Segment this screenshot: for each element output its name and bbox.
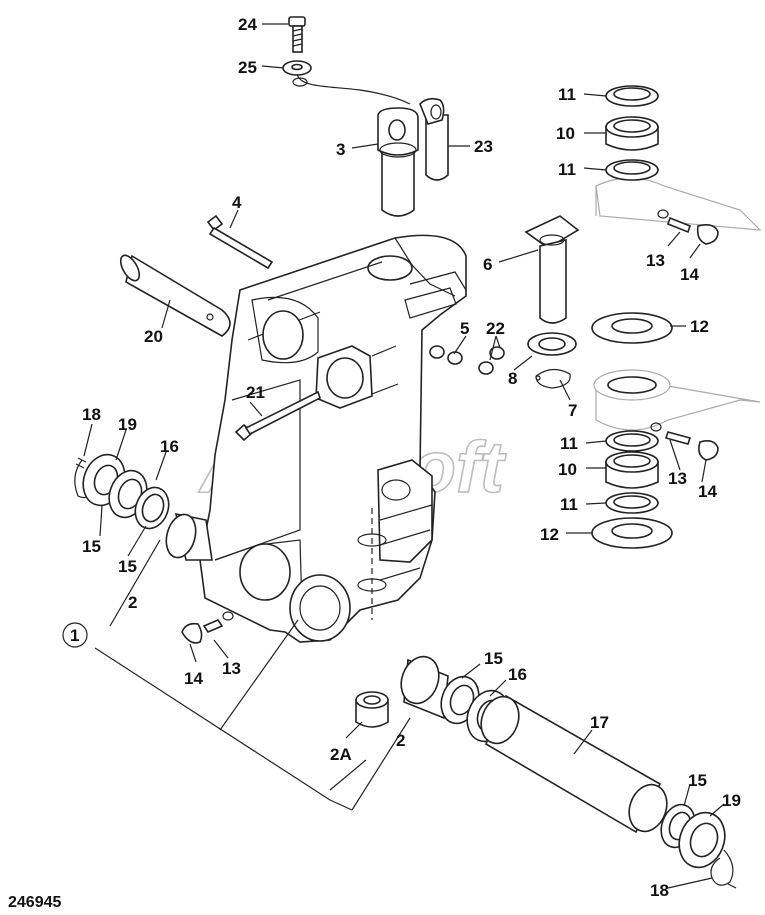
callout-15-c: 15: [484, 649, 503, 668]
callout-25: 25: [238, 58, 257, 77]
callout-15-a: 15: [82, 537, 101, 556]
grease-13-14-upper: [657, 209, 719, 245]
pin-20: [119, 254, 231, 337]
grease-13-14-lower: [650, 422, 719, 461]
callout-11-b: 11: [558, 160, 576, 179]
callout-22: 22: [486, 319, 505, 338]
callout-12-b: 12: [540, 525, 559, 544]
lanyard-loop: [292, 77, 308, 87]
callout-7: 7: [568, 401, 577, 420]
callout-11-a: 11: [558, 85, 576, 104]
circlip-18-right: [710, 849, 737, 889]
swing-frame: [199, 234, 467, 643]
bearing-10-lower: [605, 451, 659, 489]
bolt-4: [206, 214, 274, 270]
callout-1-circle: [62, 622, 88, 648]
callout-23: 23: [474, 137, 493, 156]
seal-15-left: [134, 486, 170, 530]
callout-17: 17: [590, 713, 609, 732]
bush-2-left: [165, 512, 213, 561]
bearing-10-upper: [605, 116, 659, 151]
callout-2-b: 2: [396, 731, 405, 750]
seal-11-lower-2: [605, 492, 659, 514]
callout-13-c: 13: [222, 659, 241, 678]
pin-6: [524, 215, 580, 324]
bush-2-right: [400, 655, 449, 720]
callout-20: 20: [144, 327, 163, 346]
callout-15-b: 15: [118, 557, 137, 576]
callout-18-a: 18: [82, 405, 101, 424]
bush-2A: [355, 691, 389, 728]
callout-4: 4: [232, 193, 242, 212]
washer-8: [527, 332, 577, 356]
callout-11-d: 11: [560, 495, 578, 514]
seal-11-lower: [605, 430, 659, 452]
pin-23: [419, 97, 449, 181]
callout-6: 6: [483, 255, 492, 274]
callout-8: 8: [508, 369, 517, 388]
callout-21: 21: [246, 383, 265, 402]
callout-3: 3: [336, 140, 345, 159]
leader-lines: [83, 23, 725, 889]
washer-12-upper: [591, 312, 673, 344]
callout-16-a: 16: [160, 437, 179, 456]
upper-boss-ghost: [595, 177, 762, 231]
lower-boss-ghost: [593, 369, 761, 431]
nut-5: [429, 345, 463, 365]
callout-10-b: 10: [558, 460, 577, 479]
callout-15-d: 15: [688, 771, 707, 790]
pin-17: [480, 694, 668, 834]
callout-5: 5: [460, 319, 469, 338]
figure-reference-number: 246945: [8, 894, 61, 911]
callout-10-a: 10: [556, 124, 575, 143]
callout-2A: 2A: [330, 745, 352, 764]
callout-11-c: 11: [560, 434, 578, 453]
washer-25: [282, 60, 312, 76]
seal-11-upper: [605, 85, 659, 107]
grease-13-14-left: [181, 611, 234, 644]
callout-19-a: 19: [118, 415, 137, 434]
callout-18-b: 18: [650, 881, 669, 900]
pin-3: [377, 107, 419, 217]
callout-labels: 24 25 3 23 4 20 21 5 22 6 8 7 11 10 11 1…: [62, 15, 741, 900]
callout-13-b: 13: [668, 469, 687, 488]
lanyard-cable: [296, 73, 411, 105]
bolt-24: [288, 16, 306, 53]
callout-14-a: 14: [680, 265, 699, 284]
callout-1: 1: [70, 626, 79, 645]
callout-13-a: 13: [646, 251, 665, 270]
callout-12-a: 12: [690, 317, 709, 336]
callout-16-b: 16: [508, 665, 527, 684]
circlip-7: [535, 368, 571, 389]
bolt-21: [234, 390, 321, 442]
washer-12-lower: [591, 517, 673, 549]
seal-11-upper-2: [605, 159, 659, 181]
callout-19-b: 19: [722, 791, 741, 810]
callout-14-b: 14: [698, 482, 717, 501]
assembly-lines: [94, 539, 411, 811]
callout-24: 24: [238, 15, 257, 34]
callout-14-c: 14: [184, 669, 203, 688]
shim-19-right: [678, 811, 726, 869]
callout-2-a: 2: [128, 593, 137, 612]
nut-22: [478, 346, 505, 375]
